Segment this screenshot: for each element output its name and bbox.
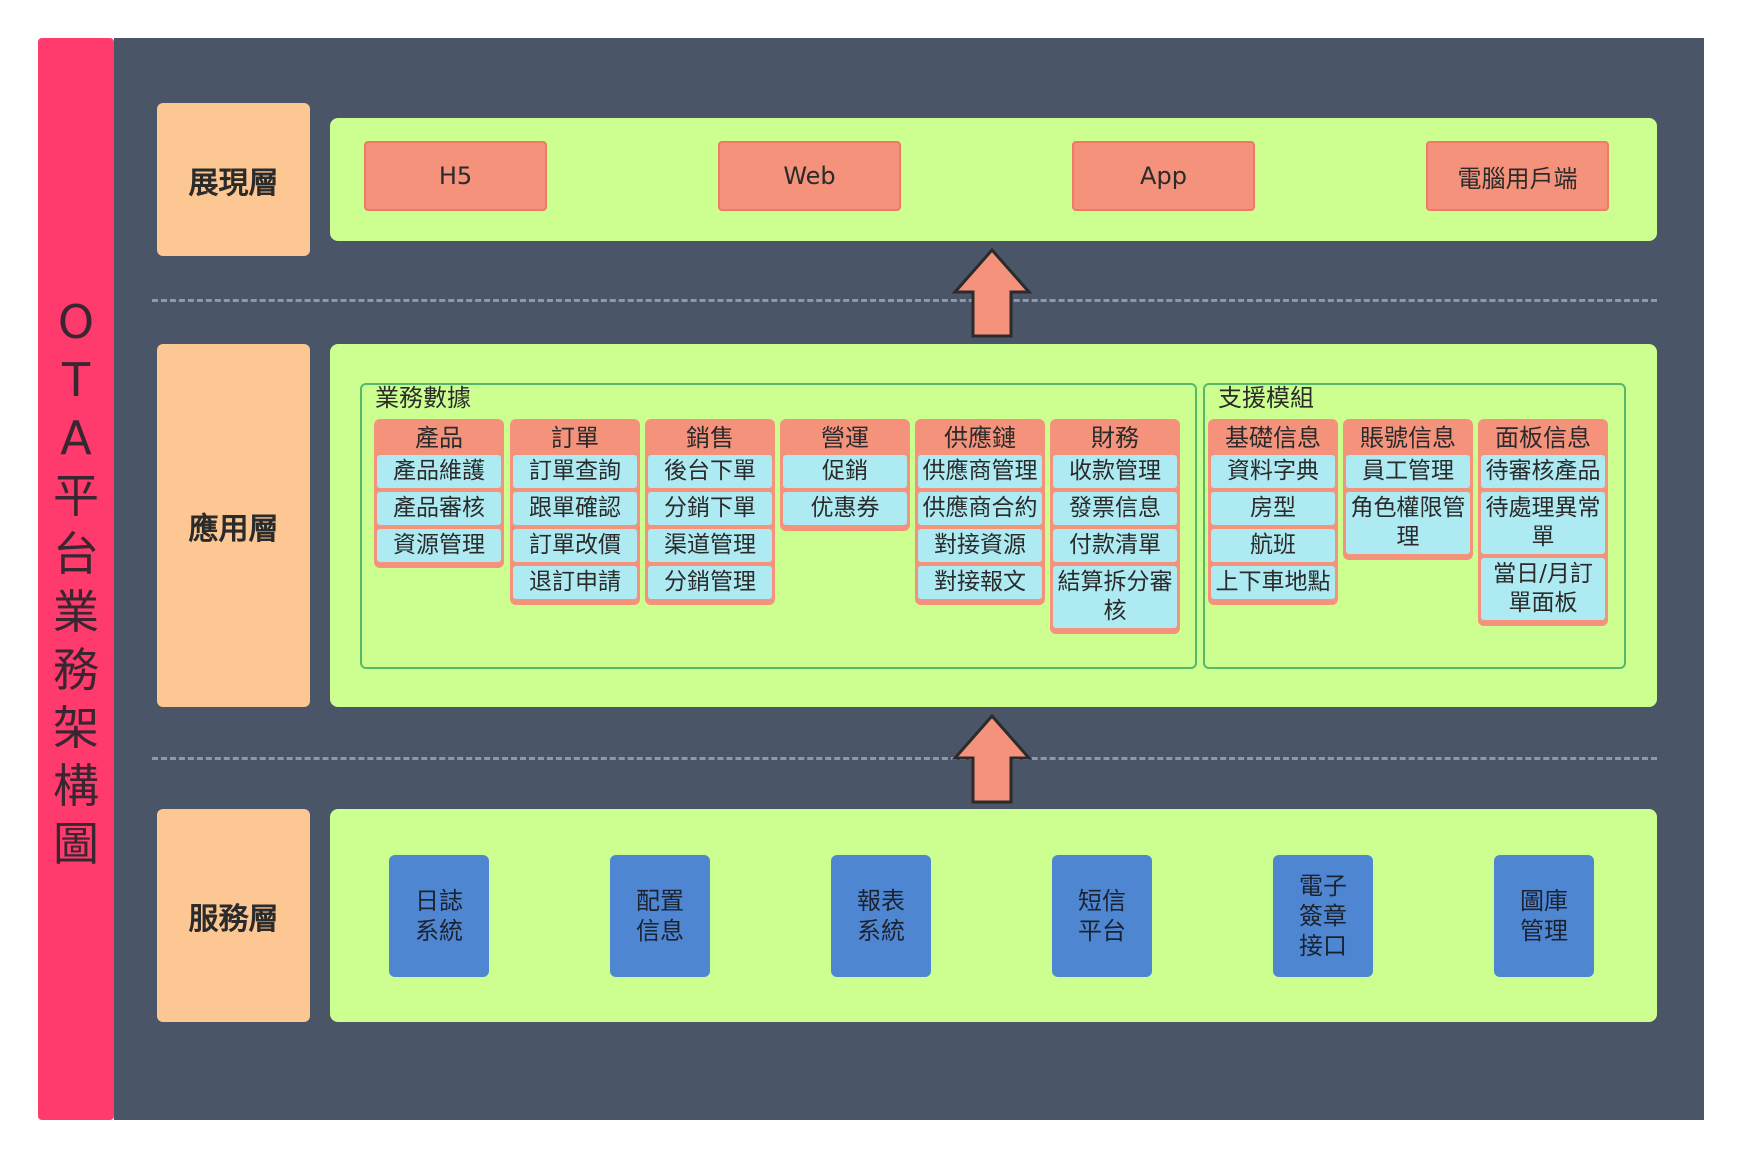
module-column: 賬號信息 員工管理 角色權限管理 xyxy=(1343,419,1473,560)
module-column: 銷售 後台下單 分銷下單 渠道管理 分銷管理 xyxy=(645,419,775,605)
module-item: 渠道管理 xyxy=(648,529,772,562)
module-column: 基礎信息 資料字典 房型 航班 上下車地點 xyxy=(1208,419,1338,605)
module-item: 產品審核 xyxy=(377,492,501,525)
diagram-title-char: 圖 xyxy=(53,817,99,871)
module-item: 對接報文 xyxy=(918,566,1042,599)
service-layer-label: 服務層 xyxy=(157,809,310,1022)
service-label: 電子簽章接口 xyxy=(1299,872,1347,960)
service-label: 報表系統 xyxy=(857,887,905,945)
module-column: 面板信息 待審核產品 待處理異常單 當日/月訂單面板 xyxy=(1478,419,1608,626)
service-layer-panel xyxy=(330,809,1657,1022)
diagram-title-char: T xyxy=(61,353,91,407)
module-column: 產品 產品維護 產品審核 資源管理 xyxy=(374,419,504,568)
group-title: 支援模組 xyxy=(1218,384,1314,412)
module-header: 供應鏈 xyxy=(944,423,1016,452)
module-column: 財務 收款管理 發票信息 付款清單 結算拆分審核 xyxy=(1050,419,1180,634)
layer-divider xyxy=(152,299,1657,302)
module-item: 收款管理 xyxy=(1053,455,1177,488)
module-item: 產品維護 xyxy=(377,455,501,488)
module-item: 對接資源 xyxy=(918,529,1042,562)
module-item: 待處理異常單 xyxy=(1481,492,1605,554)
module-item: 跟單確認 xyxy=(513,492,637,525)
module-item: 後台下單 xyxy=(648,455,772,488)
diagram-title-char: A xyxy=(60,411,92,465)
module-header: 營運 xyxy=(821,423,869,452)
service-label: 圖庫管理 xyxy=(1520,887,1568,945)
service-box: 報表系統 xyxy=(831,855,931,977)
module-column: 營運 促銷 优惠券 xyxy=(780,419,910,531)
client-box: App xyxy=(1072,141,1255,211)
module-item: 待審核產品 xyxy=(1481,455,1605,488)
module-header: 賬號信息 xyxy=(1360,423,1456,452)
application-layer-label: 應用層 xyxy=(157,344,310,707)
diagram-title-char: 台 xyxy=(53,527,99,581)
module-item: 發票信息 xyxy=(1053,492,1177,525)
diagram-title-char: 平 xyxy=(53,469,99,523)
client-box: Web xyxy=(718,141,901,211)
service-box: 配置信息 xyxy=(610,855,710,977)
up-arrow-icon xyxy=(951,247,1033,338)
module-item: 訂單查詢 xyxy=(513,455,637,488)
module-header: 銷售 xyxy=(686,423,734,452)
module-item: 當日/月訂單面板 xyxy=(1481,558,1605,620)
diagram-title-char: 架 xyxy=(53,701,99,755)
module-item: 資料字典 xyxy=(1211,455,1335,488)
group-title: 業務數據 xyxy=(375,384,471,412)
module-item: 角色權限管理 xyxy=(1346,492,1470,554)
service-box: 短信平台 xyxy=(1052,855,1152,977)
module-item: 結算拆分審核 xyxy=(1053,566,1177,628)
module-item: 訂單改價 xyxy=(513,529,637,562)
client-box: 電腦用戶端 xyxy=(1426,141,1609,211)
module-header: 訂單 xyxy=(551,423,599,452)
presentation-layer-label: 展現層 xyxy=(157,103,310,256)
business-data-group xyxy=(360,383,1197,669)
module-item: 供應商合約 xyxy=(918,492,1042,525)
diagram-title-char: 務 xyxy=(53,643,99,697)
up-arrow-icon xyxy=(951,713,1033,804)
service-label: 短信平台 xyxy=(1078,887,1126,945)
module-column: 訂單 訂單查詢 跟單確認 訂單改價 退訂申請 xyxy=(510,419,640,605)
module-column: 供應鏈 供應商管理 供應商合約 對接資源 對接報文 xyxy=(915,419,1045,605)
module-header: 基礎信息 xyxy=(1225,423,1321,452)
service-box: 電子簽章接口 xyxy=(1273,855,1373,977)
module-item: 資源管理 xyxy=(377,529,501,562)
module-header: 財務 xyxy=(1091,423,1139,452)
module-item: 上下車地點 xyxy=(1211,566,1335,599)
module-item: 航班 xyxy=(1211,529,1335,562)
module-item: 分銷管理 xyxy=(648,566,772,599)
module-item: 房型 xyxy=(1211,492,1335,525)
service-box: 日誌系統 xyxy=(389,855,489,977)
module-item: 付款清單 xyxy=(1053,529,1177,562)
module-item: 供應商管理 xyxy=(918,455,1042,488)
client-box: H5 xyxy=(364,141,547,211)
diagram-title-char: 業 xyxy=(53,585,99,639)
module-item: 优惠券 xyxy=(783,492,907,525)
diagram-title-char: O xyxy=(57,295,95,349)
module-item: 退訂申請 xyxy=(513,566,637,599)
service-label: 日誌系統 xyxy=(415,887,463,945)
module-header: 產品 xyxy=(415,423,463,452)
diagram-title-char: 構 xyxy=(53,759,99,813)
support-module-group xyxy=(1203,383,1626,669)
module-item: 員工管理 xyxy=(1346,455,1470,488)
layer-divider xyxy=(152,757,1657,760)
module-header: 面板信息 xyxy=(1495,423,1591,452)
service-box: 圖庫管理 xyxy=(1494,855,1594,977)
module-item: 分銷下單 xyxy=(648,492,772,525)
module-item: 促銷 xyxy=(783,455,907,488)
service-label: 配置信息 xyxy=(636,887,684,945)
